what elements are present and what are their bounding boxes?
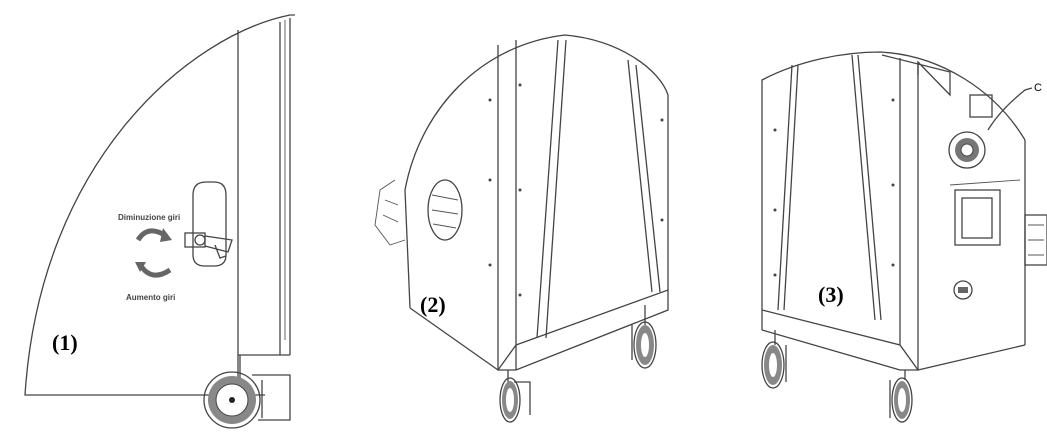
callout-c: C [987,82,1042,131]
panel-3-exhaust-fitting [948,94,993,169]
panel-2-rivets [488,83,664,297]
panel-3-connector-block [1024,214,1047,266]
panel-1-caster-wheel [203,355,291,429]
panel-1-outline [24,14,295,396]
panel-3-front-wheel [889,370,913,423]
panel-3-rear-wheel [761,330,787,389]
increase-speed-label: Aumento giri [126,293,175,302]
panel-1: Diminuzione giri Aumento giri (1) [24,14,295,429]
rotate-decrease-arrow-icon [135,228,172,242]
panel-2-front-wheel [499,370,531,423]
rotate-increase-arrow-icon [135,262,172,278]
panel-1-label: (1) [52,330,78,355]
panel-3: C (3) [761,51,1047,423]
panel-2-outline [404,34,669,309]
panel-3-rivets [773,98,895,277]
panel-2: (2) [374,34,669,423]
decrease-speed-label: Diminuzione giri [118,213,180,222]
panel-3-cabinet-frame [761,54,1026,371]
panel-3-access-hatch [949,179,1021,246]
callout-c-label: C [1034,82,1042,94]
panel-3-outline [761,51,1026,330]
panel-1-cabinet-edge [237,18,291,395]
panel-2-label: (2) [420,292,446,317]
panel-2-side-fragment [374,179,406,246]
adjustment-knob-slot [184,181,233,267]
panel-2-vent-hole [427,179,463,241]
panel-2-cabinet-frame [409,39,669,371]
panel-3-label: (3) [818,282,844,307]
panel-2-rear-wheel [631,305,657,369]
panel-3-gas-valve [953,280,973,300]
